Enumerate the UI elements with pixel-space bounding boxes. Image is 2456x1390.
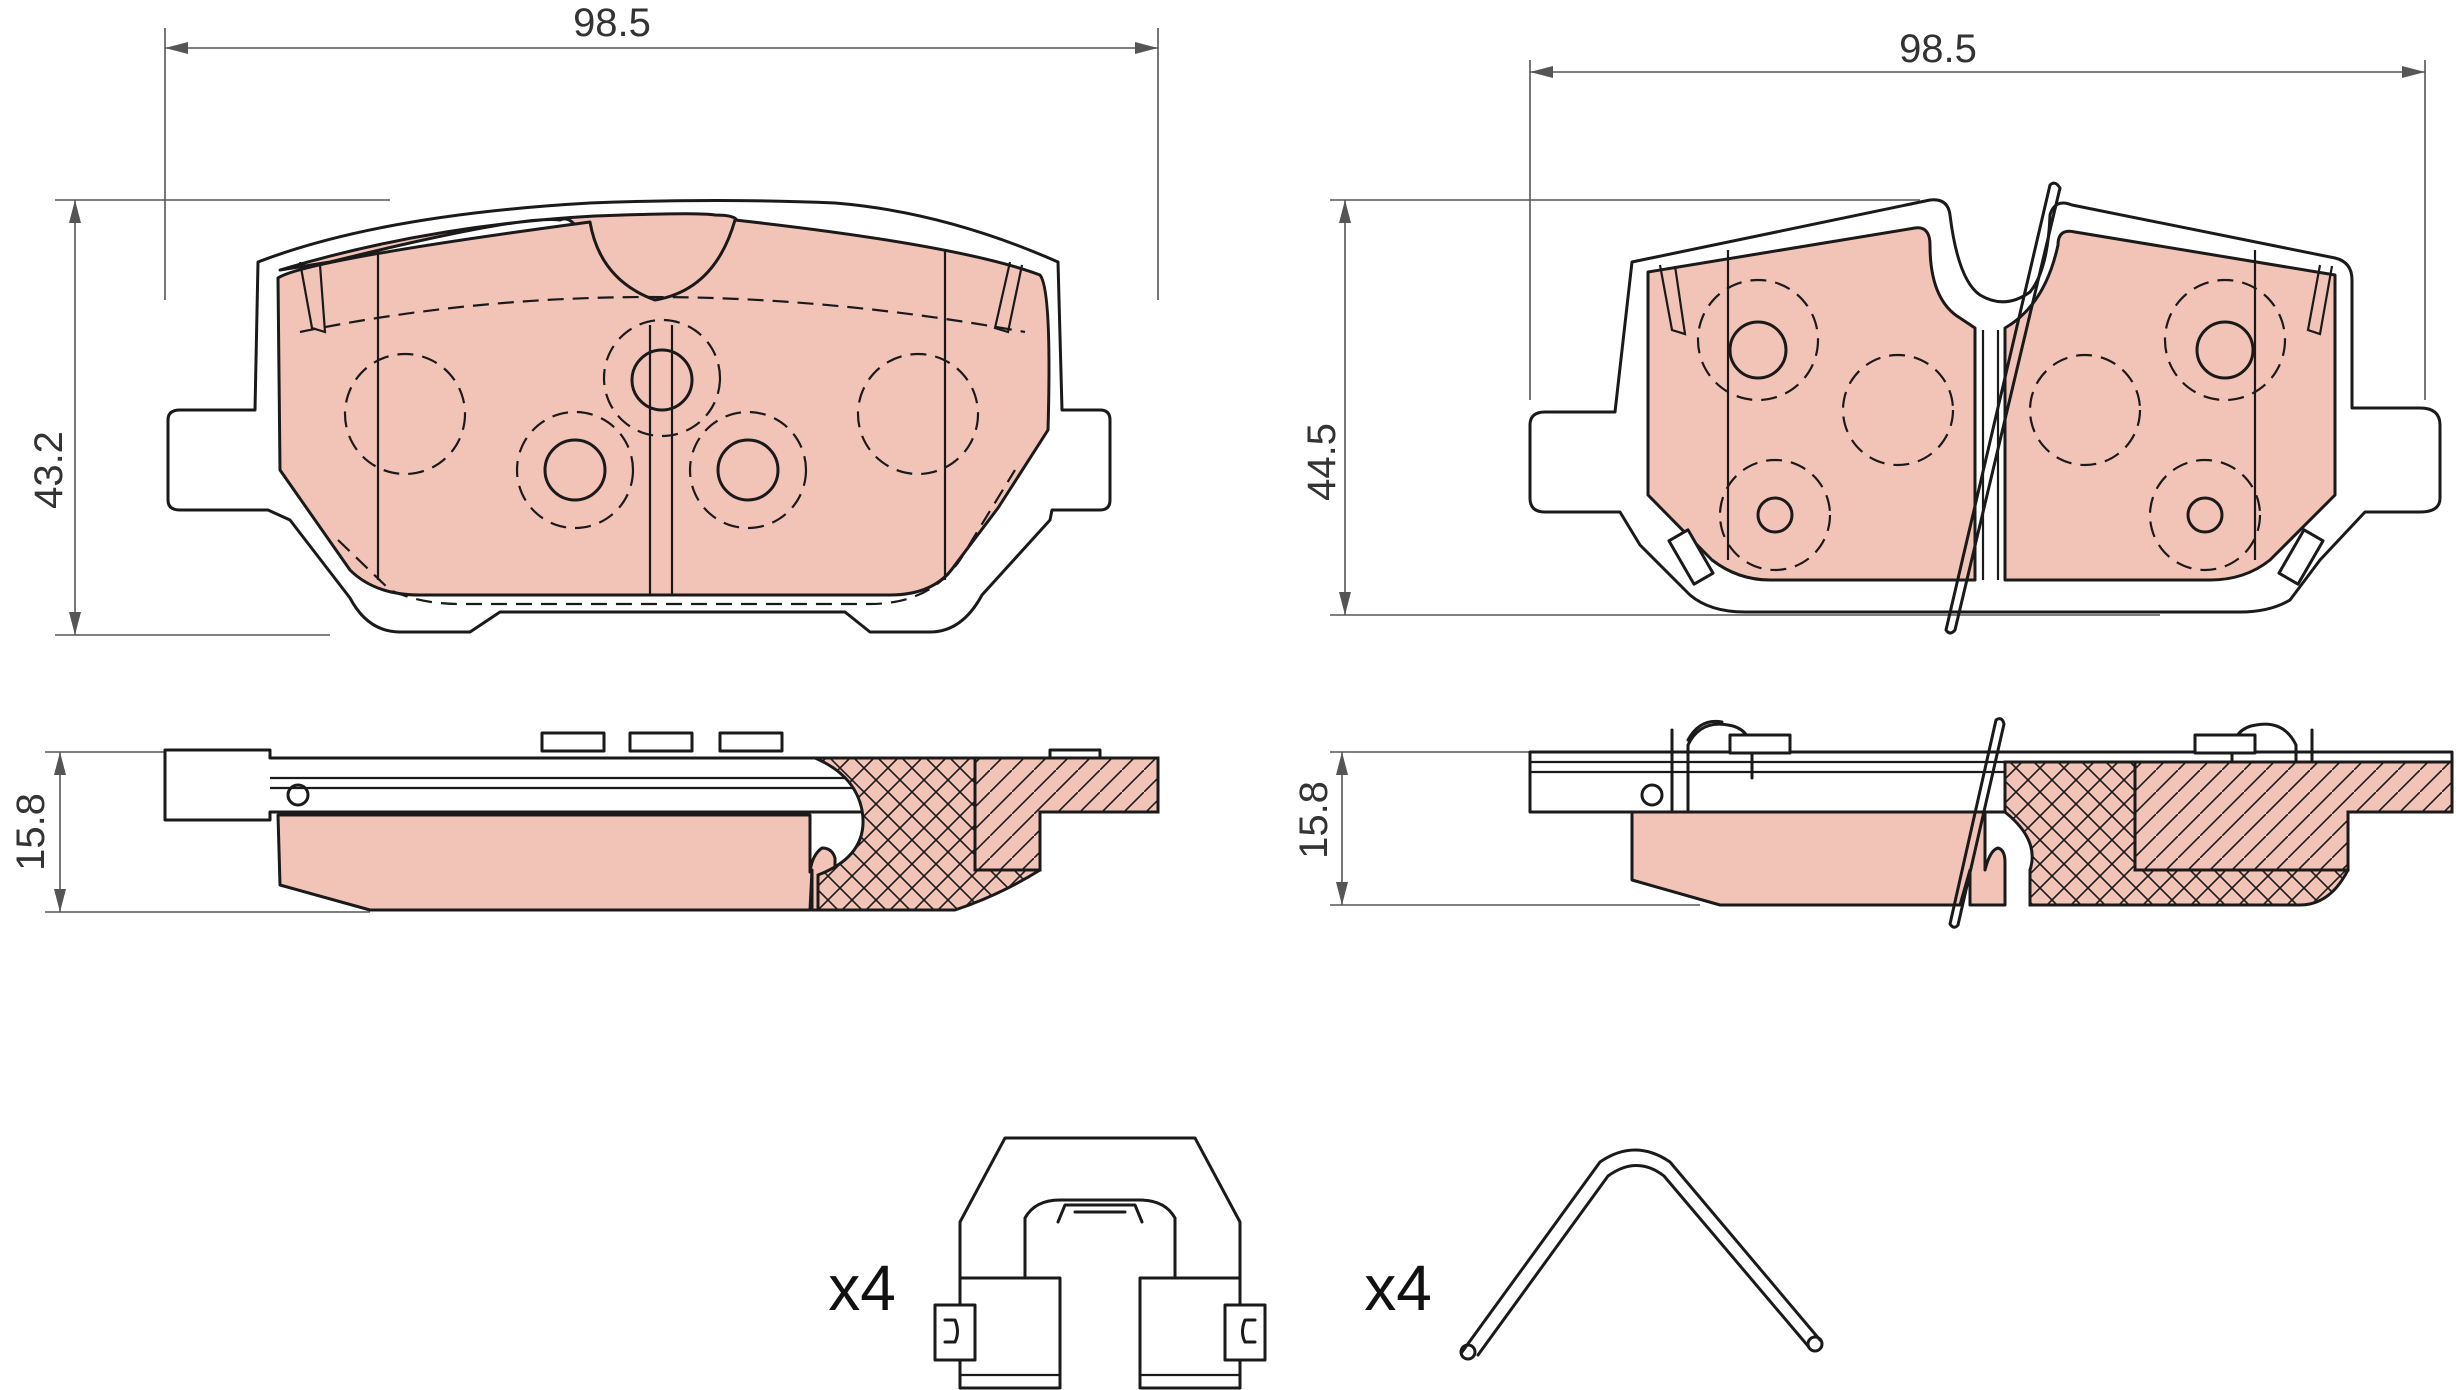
- pad2-side-friction: [1630, 810, 2007, 907]
- pad2-side-clips: [1670, 719, 2314, 832]
- pad1-wear-indicator-slots: [298, 250, 1024, 595]
- pad1-side-pin: [286, 783, 310, 807]
- pad1-side-friction: [276, 813, 837, 912]
- pad2-height-label: 44.5: [1300, 423, 1344, 501]
- pad2-side-wear-sensor-wire: [1948, 717, 2006, 929]
- pad1-front-view: 98.5 43.2: [27, 1, 1159, 636]
- pad2-side-pin: [1640, 783, 1664, 807]
- pad2-height-dimension: 44.5: [1300, 199, 2160, 616]
- clip-accessory: x4: [828, 1136, 1267, 1390]
- pad2-width-dimension: 98.5: [1529, 27, 2426, 400]
- pad1-piston-circles: [343, 318, 980, 530]
- pad2-side-diagonal-hatch: [2133, 760, 2454, 872]
- pad1-thickness-dimension: 15.8: [9, 751, 370, 913]
- pad2-friction-right: [2003, 229, 2337, 582]
- pad2-friction-left: [1646, 226, 1977, 582]
- pad2-anti-rattle-clips: [1667, 528, 2325, 586]
- pad2-width-label: 98.5: [1899, 27, 1977, 71]
- pad1-side-clips: [540, 731, 784, 753]
- pad2-thickness-label: 15.8: [1292, 781, 1336, 859]
- pad1-side-view: 15.8: [9, 731, 1160, 913]
- pad1-side-diagonal-hatch: [973, 756, 1160, 872]
- pad1-height-dimension: 43.2: [27, 199, 390, 636]
- pad2-side-view: 15.8: [1292, 717, 2454, 929]
- pad2-wear-sensor-wire: [1944, 181, 2062, 635]
- pad2-piston-circles: [1696, 278, 2287, 572]
- spring-accessory: x4: [1364, 1148, 1824, 1361]
- pad1-height-label: 43.2: [27, 431, 71, 509]
- clip-accessory-body: [958, 1136, 1242, 1280]
- spring-quantity-label: x4: [1364, 1252, 1432, 1324]
- pad1-width-dimension: 98.5: [164, 1, 1159, 300]
- clip-quantity-label: x4: [828, 1252, 896, 1324]
- pad1-friction-main: [276, 218, 1051, 597]
- pad1-thickness-label: 15.8: [9, 793, 53, 871]
- pad1-width-label: 98.5: [573, 1, 651, 45]
- spring-accessory-wire: [1460, 1148, 1822, 1357]
- pad2-front-view: 98.5 44.5: [1300, 27, 2442, 635]
- pad2-thickness-dimension: 15.8: [1292, 751, 1700, 906]
